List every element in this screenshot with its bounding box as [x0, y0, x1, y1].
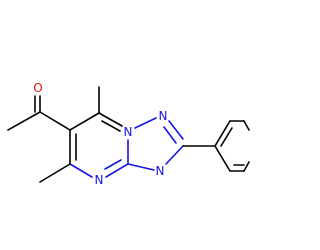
bond-c7-n1-inner	[101, 120, 121, 132]
bond-c2-n3	[165, 145, 184, 165]
nitrogen-atom-2-label: N	[159, 109, 168, 123]
nitrogen-atom-3-label: N	[156, 164, 165, 178]
nitrogen-atom-1-label: N	[124, 125, 133, 139]
bond-n2-c2-inner	[163, 126, 177, 144]
bond-ph-6	[214, 145, 231, 172]
bond-c5-methyl	[39, 163, 71, 183]
bond-c3a-n4-inner	[104, 159, 122, 170]
bond-ph-1	[214, 120, 231, 147]
oxygen-atom-label: O	[33, 81, 42, 95]
bond-c7-n1	[98, 112, 123, 127]
nitrogen-atom-4-label: N	[95, 173, 104, 187]
bond-n1-n2	[134, 117, 157, 129]
bond-methyl-carbonyl	[7, 111, 41, 131]
structure-canvas: O N N N N	[7, 81, 250, 187]
bond-n2-c2	[168, 120, 184, 140]
molecule-structure: O N N N N	[7, 81, 250, 187]
bond-ph-inner-1	[220, 127, 233, 147]
bond-carbonyl-ring	[39, 111, 71, 131]
bond-ph-3	[243, 120, 250, 131]
bond-c6-c7	[69, 112, 100, 131]
bond-ph-4	[243, 161, 250, 172]
bond-n4-c5	[69, 163, 93, 178]
bond-n3-c3a	[127, 163, 155, 171]
bond-c3a-n4	[105, 163, 129, 178]
